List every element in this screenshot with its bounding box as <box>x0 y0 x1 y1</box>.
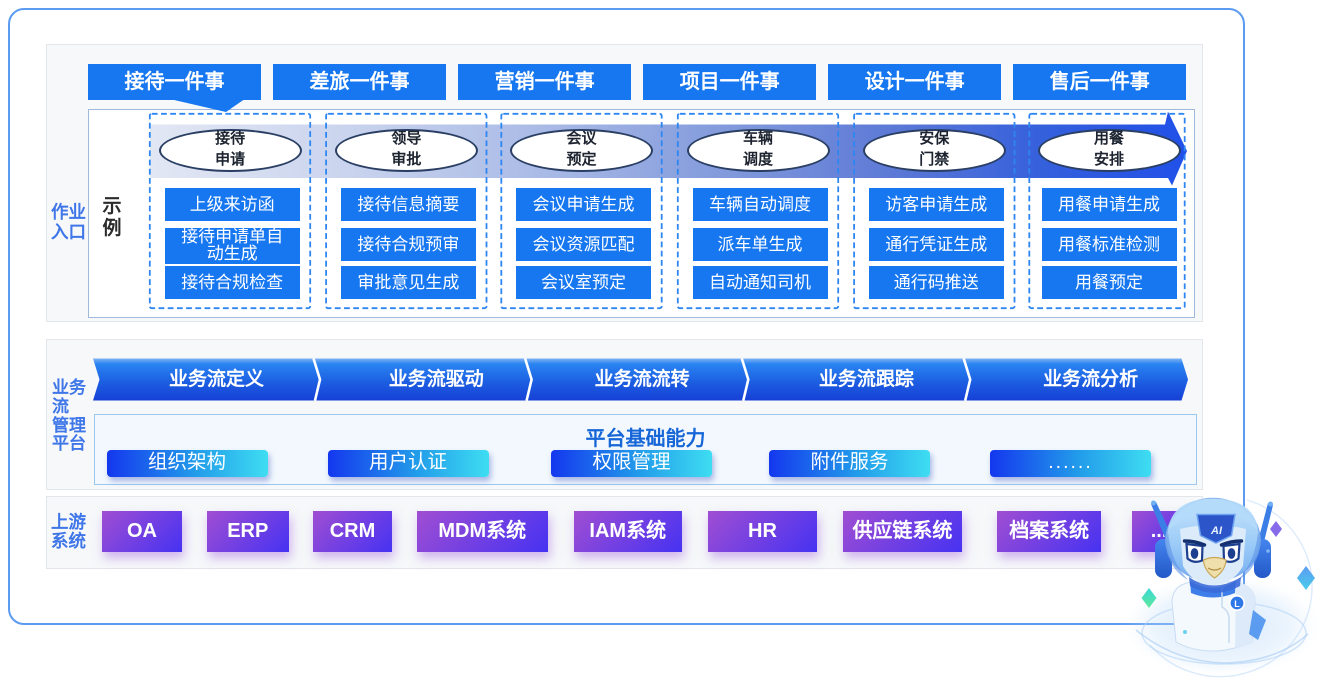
svg-text:L: L <box>1234 599 1240 609</box>
svg-text:AI: AI <box>1210 525 1223 537</box>
